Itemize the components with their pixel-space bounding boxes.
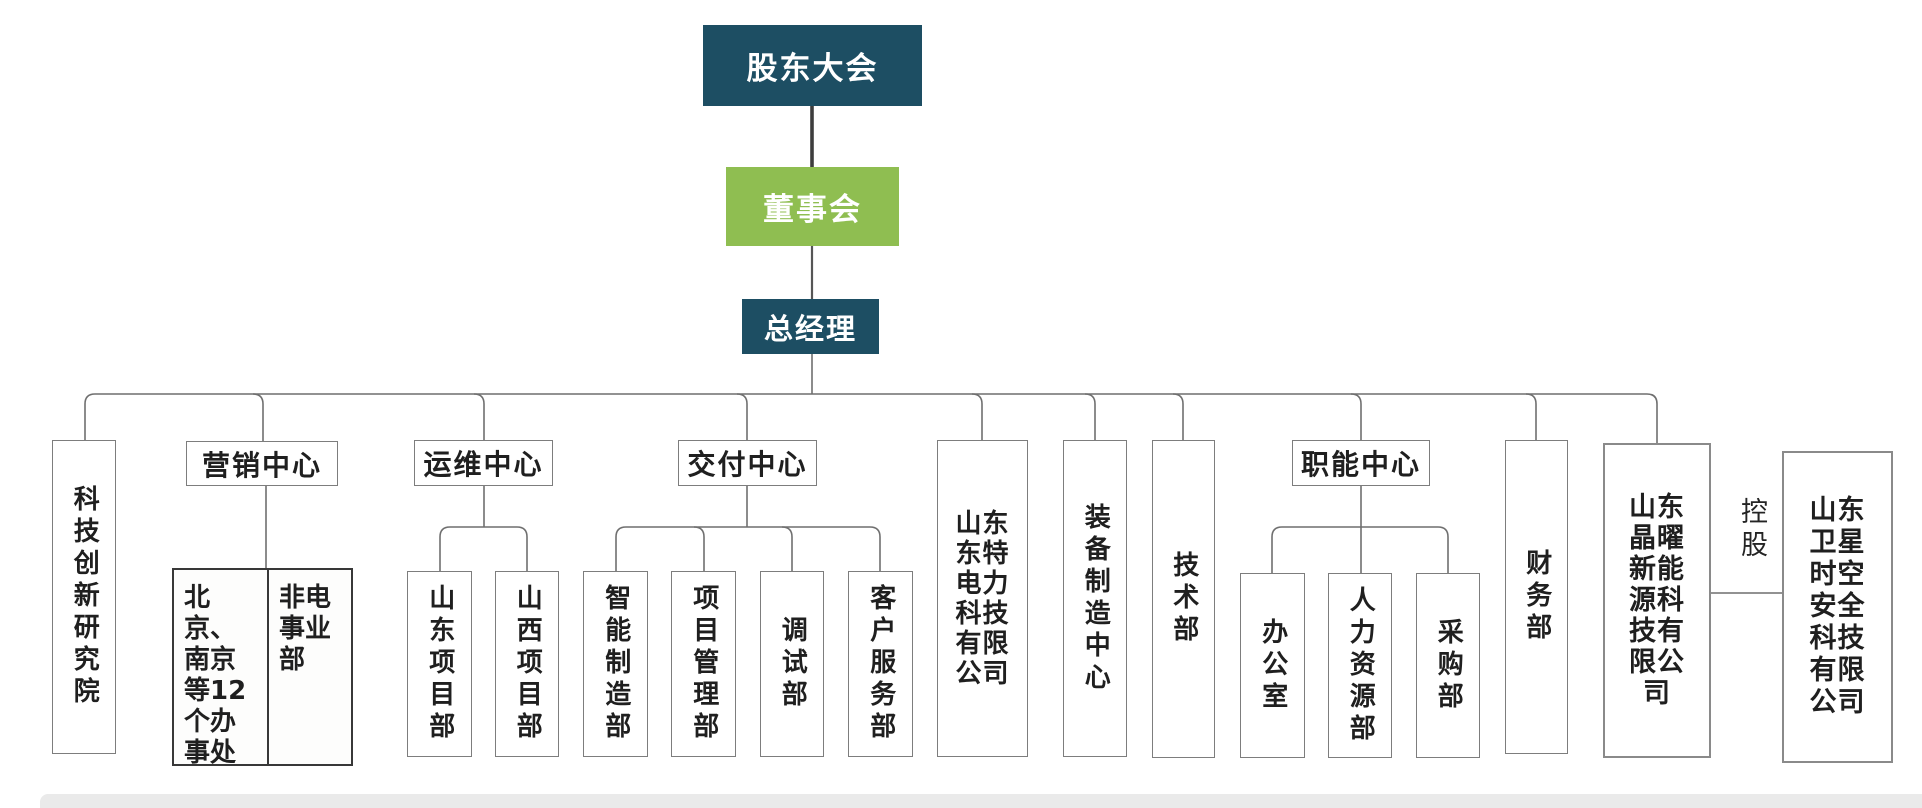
node-label: 山东项目部 [424, 584, 455, 744]
node-operation-maintenance-center: 运维中心 [414, 440, 553, 486]
node-general-manager: 总经理 [742, 299, 879, 354]
node-shandong-project-dept: 山东项目部 [407, 571, 472, 757]
node-functional-center: 职能中心 [1292, 440, 1430, 486]
node-label: 山西项目部 [512, 584, 543, 744]
node-shareholders-meeting: 股东大会 [703, 25, 922, 106]
node-label: 采购部 [1433, 617, 1464, 714]
node-finance-dept: 财务部 [1505, 440, 1568, 754]
node-board-of-directors: 董事会 [726, 167, 899, 246]
node-delivery-center: 交付中心 [678, 440, 817, 486]
node-hr-dept: 人力资源部 [1328, 573, 1392, 758]
node-equipment-manufacturing-center: 装备制造中心 [1063, 440, 1127, 757]
node-project-management-dept: 项目管理部 [671, 571, 736, 757]
node-label: 办公室 [1257, 617, 1288, 714]
node-customer-service-dept: 客户服务部 [848, 571, 913, 757]
node-marketing-center: 营销中心 [186, 441, 338, 486]
node-label: 董事会 [763, 192, 862, 228]
node-label: 项目管理部 [688, 584, 719, 744]
node-office: 办公室 [1240, 573, 1305, 758]
node-label: 智能制造部 [600, 584, 631, 744]
node-label: 装备制造中心 [1080, 502, 1111, 695]
node-dongte-electric-power-company: 山东东特电力科技有限公司 [937, 440, 1028, 757]
node-label: 运维中心 [423, 448, 544, 481]
node-label: 交付中心 [687, 448, 808, 481]
node-label: 总经理 [763, 311, 857, 346]
node-jingyao-new-energy-company: 山东晶曜新能源科技有限公司 [1603, 443, 1711, 758]
node-research-institute: 科技创新研究院 [52, 440, 116, 754]
node-satellite-spacetime-security-company: 山东卫星时空安全科技有限公司 [1782, 451, 1893, 763]
node-label: 客户服务部 [865, 584, 896, 744]
bottom-page-edge [40, 794, 1922, 808]
node-label: 人力资源部 [1345, 585, 1376, 746]
holding-relation-label: 控股 [1736, 497, 1767, 563]
node-smart-manufacturing-dept: 智能制造部 [583, 571, 648, 757]
node-label: 股东大会 [746, 51, 879, 87]
node-label: 科技创新研究院 [69, 485, 100, 709]
node-procurement-dept: 采购部 [1416, 573, 1480, 758]
node-label: 技术部 [1168, 551, 1199, 647]
node-technology-dept: 技术部 [1152, 440, 1215, 758]
node-label: 调试部 [777, 616, 808, 712]
node-label: 职能中心 [1300, 448, 1421, 481]
node-label: 财务部 [1521, 549, 1552, 645]
node-shanxi-project-dept: 山西项目部 [495, 571, 559, 757]
node-label: 营销中心 [201, 448, 322, 482]
node-commissioning-dept: 调试部 [760, 571, 824, 757]
node-non-electric-division: 非电事业部 [279, 583, 332, 675]
